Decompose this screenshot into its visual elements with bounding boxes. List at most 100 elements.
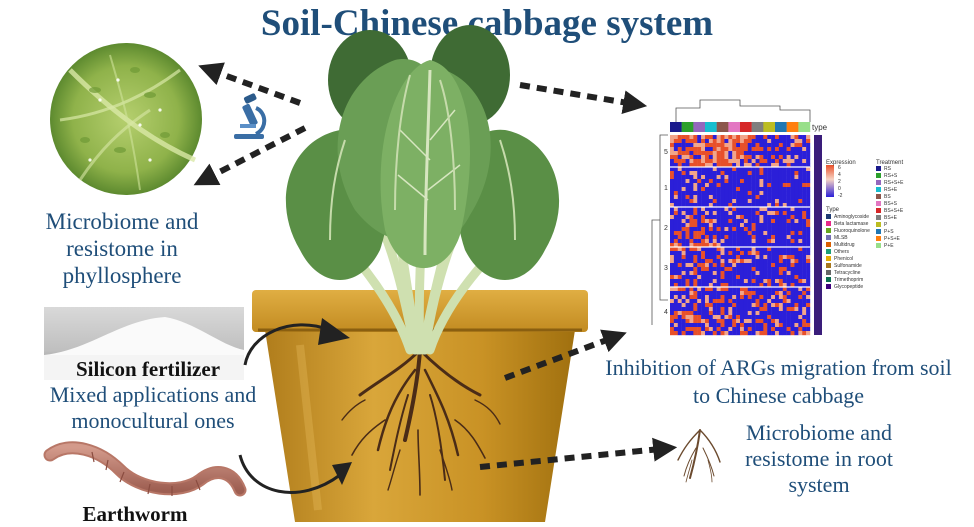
- heatmap-cell: [724, 195, 729, 200]
- heatmap-cell: [673, 187, 678, 192]
- heatmap-cell: [751, 299, 756, 304]
- heatmap-cell: [705, 135, 710, 140]
- heatmap-cell: [689, 199, 694, 204]
- heatmap-cell: [802, 303, 807, 308]
- heatmap-cell: [759, 299, 764, 304]
- heatmap-cell: [778, 179, 783, 184]
- heatmap-cell: [673, 179, 678, 184]
- heatmap-cell: [802, 227, 807, 232]
- heatmap-cell: [740, 183, 745, 188]
- heatmap-cell: [716, 295, 721, 300]
- heatmap-cell: [755, 199, 760, 204]
- heatmap-cell: [720, 195, 725, 200]
- heatmap-cell: [712, 179, 717, 184]
- heatmap-cell: [708, 287, 713, 292]
- heatmap-cell: [802, 283, 807, 288]
- heatmap-cell: [751, 319, 756, 324]
- heatmap-cell: [705, 167, 710, 172]
- heatmap-cell: [681, 255, 686, 260]
- heatmap-cell: [701, 159, 706, 164]
- heatmap-cell: [689, 195, 694, 200]
- heatmap-cell: [747, 283, 752, 288]
- heatmap-cell: [786, 319, 791, 324]
- heatmap-cell: [670, 251, 675, 256]
- heatmap-cell: [778, 327, 783, 332]
- heatmap-cell: [708, 211, 713, 216]
- treatment-legend-label: BS+S+E: [884, 208, 904, 214]
- heatmap-cell: [685, 143, 690, 148]
- heatmap-cell: [794, 243, 799, 248]
- heatmap-cell: [677, 167, 682, 172]
- heatmap-cell: [743, 203, 748, 208]
- heatmap-cell: [673, 263, 678, 268]
- heatmap-cell: [677, 243, 682, 248]
- heatmap-cell: [673, 195, 678, 200]
- heatmap-cell: [786, 219, 791, 224]
- heatmap-cell: [712, 211, 717, 216]
- heatmap-cell: [732, 207, 737, 212]
- heatmap-cell: [771, 179, 776, 184]
- heatmap-cell: [720, 283, 725, 288]
- heatmap-cell: [670, 295, 675, 300]
- heatmap-cell: [736, 143, 741, 148]
- heatmap-cell: [677, 143, 682, 148]
- heatmap-cell: [747, 331, 752, 336]
- heatmap-cell: [693, 187, 698, 192]
- heatmap-cell: [806, 171, 811, 176]
- heatmap-cell: [705, 187, 710, 192]
- heatmap-cell: [712, 307, 717, 312]
- heatmap-cell: [670, 279, 675, 284]
- heatmap-cell: [794, 303, 799, 308]
- heatmap-cell: [712, 243, 717, 248]
- heatmap-cell: [693, 163, 698, 168]
- heatmap-cell: [759, 295, 764, 300]
- heatmap-cell: [716, 175, 721, 180]
- heatmap-cell: [697, 267, 702, 272]
- heatmap-cell: [670, 223, 675, 228]
- heatmap-cell: [802, 219, 807, 224]
- heatmap-cell: [670, 327, 675, 332]
- heatmap-cell: [782, 303, 787, 308]
- heatmap-cell: [775, 163, 780, 168]
- heatmap-cell: [798, 175, 803, 180]
- heatmap-cell: [740, 167, 745, 172]
- heatmap-cell: [708, 207, 713, 212]
- heatmap-cell: [782, 227, 787, 232]
- heatmap-cell: [798, 323, 803, 328]
- heatmap-cell: [708, 139, 713, 144]
- heatmap-cell: [767, 271, 772, 276]
- phyllosphere-arrows: [193, 62, 648, 186]
- heatmap-cell: [728, 219, 733, 224]
- mixed-applications-label: Mixed applications and monocultural ones: [49, 382, 257, 433]
- heatmap-cell: [708, 227, 713, 232]
- heatmap-cell: [685, 303, 690, 308]
- heatmap-cell: [806, 219, 811, 224]
- heatmap-cell: [673, 299, 678, 304]
- heatmap-cell: [712, 239, 717, 244]
- heatmap-cell: [771, 255, 776, 260]
- heatmap-cell: [747, 143, 752, 148]
- heatmap-cell: [747, 219, 752, 224]
- treatment-legend-swatch: [876, 187, 881, 192]
- heatmap-cell: [670, 275, 675, 280]
- heatmap-cell: [677, 283, 682, 288]
- heatmap-cell: [693, 227, 698, 232]
- heatmap-cell: [705, 219, 710, 224]
- heatmap-cell: [790, 191, 795, 196]
- heatmap-cell: [708, 267, 713, 272]
- heatmap-cell: [802, 239, 807, 244]
- heatmap-cell: [701, 283, 706, 288]
- heatmap-cell: [740, 155, 745, 160]
- heatmap-cell: [802, 167, 807, 172]
- expression-tick-label: 2: [838, 179, 841, 185]
- heatmap-cell: [740, 219, 745, 224]
- heatmap-cell: [724, 315, 729, 320]
- heatmap-cell: [720, 179, 725, 184]
- heatmap-cell: [697, 195, 702, 200]
- heatmap-cell: [786, 259, 791, 264]
- heatmap-cell: [794, 231, 799, 236]
- heatmap-cell: [782, 259, 787, 264]
- heatmap-cell: [677, 155, 682, 160]
- heatmap-cell: [740, 235, 745, 240]
